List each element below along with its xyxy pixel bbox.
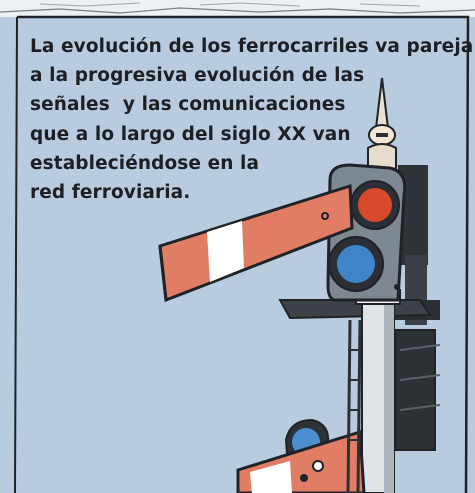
caption-line: red ferroviaria.: [30, 182, 191, 204]
caption-line: La evolución de los ferrocarriles va par…: [30, 36, 474, 57]
arm-white-stripe: [207, 221, 244, 282]
caption-line: estableciéndose en la: [30, 152, 260, 174]
caption-line: que a lo largo del siglo XX van: [30, 123, 351, 145]
caption-line: señales y las comunicaciones: [30, 94, 346, 116]
panel-frame: [17, 15, 470, 493]
top-sketch-lines: [0, 7, 475, 14]
caption-line: a la progresiva evolución de las: [30, 65, 365, 87]
top-sketch-strip: [0, 0, 475, 17]
caption-text: La evolución de los ferrocarriles va par…: [30, 32, 474, 207]
